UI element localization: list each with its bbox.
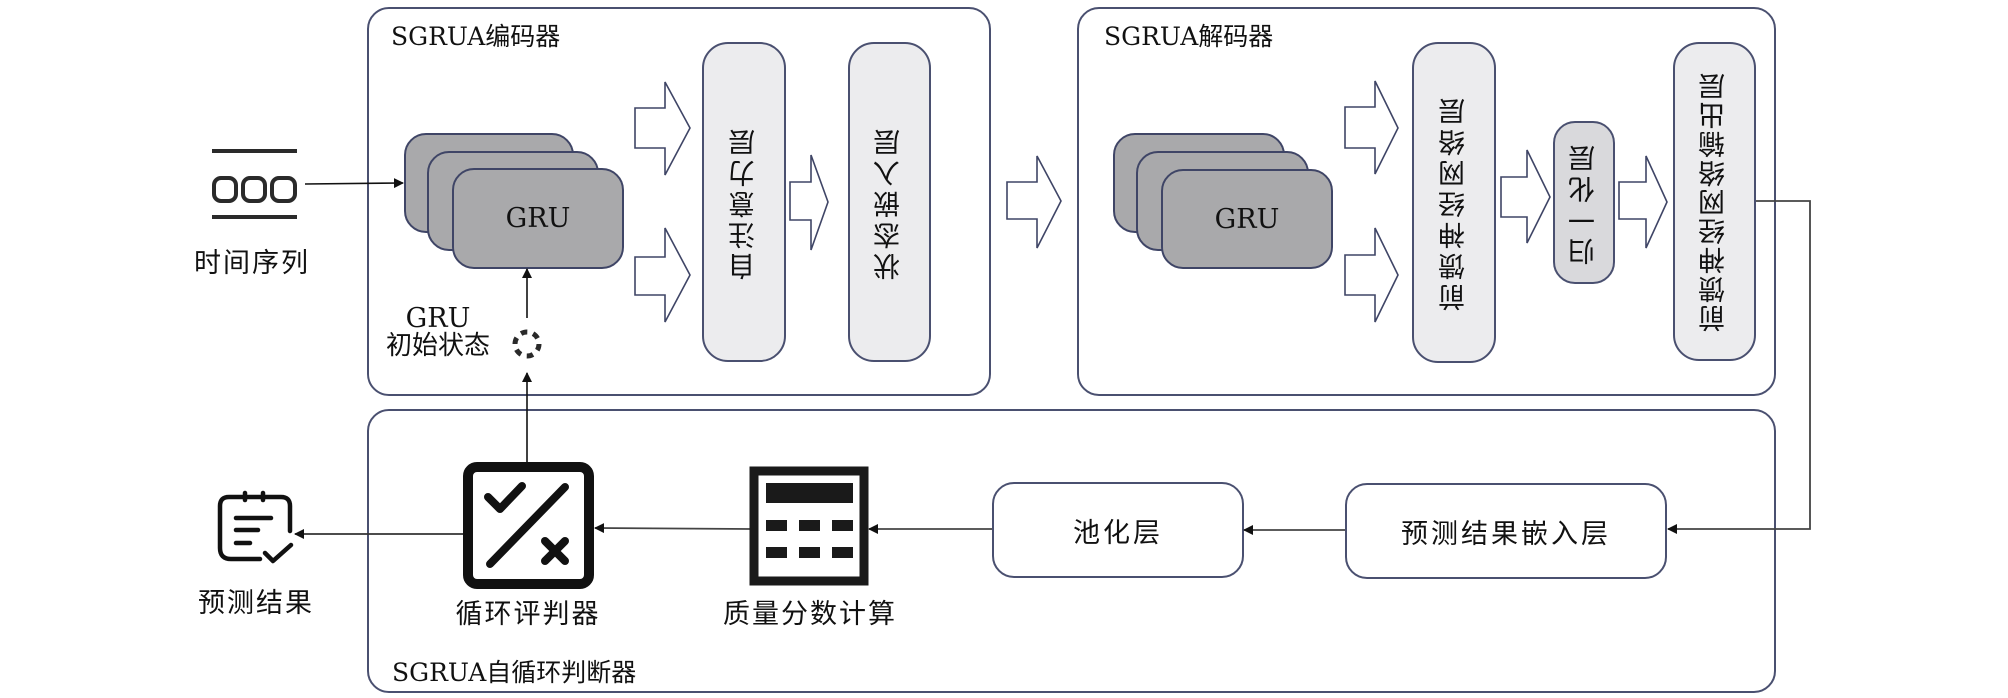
block-arrow-attention-to-state bbox=[789, 154, 829, 251]
pred-embedding-layer-label: 预测结果嵌入层 bbox=[1401, 518, 1611, 550]
block-arrow-gru-to-ffn-upper bbox=[1344, 80, 1399, 175]
attention-layer: 自注意力层 bbox=[702, 42, 786, 362]
ffn-layer: 前馈神经网络层 bbox=[1412, 42, 1496, 363]
norm-layer: 归一化层 bbox=[1553, 121, 1615, 284]
input-arrow bbox=[304, 178, 404, 189]
time-series-icon bbox=[212, 149, 297, 219]
ffn-output-layer: 前馈神经网络输出层 bbox=[1673, 42, 1756, 361]
gru-init-label-line2: 初始状态 bbox=[385, 331, 490, 362]
block-arrow-ffn-to-norm bbox=[1500, 149, 1551, 244]
cyclic-evaluator-label: 循环评判器 bbox=[455, 599, 601, 630]
score-to-evaluator-arrow bbox=[594, 523, 751, 534]
pred-embedding-layer: 预测结果嵌入层 bbox=[1345, 483, 1667, 579]
initial-state-icon bbox=[512, 329, 542, 359]
cyclic-evaluator-icon bbox=[463, 462, 594, 589]
prediction-result-label: 预测结果 bbox=[198, 588, 314, 619]
quality-score-label: 质量分数计算 bbox=[723, 599, 897, 630]
encoder-group bbox=[367, 7, 991, 396]
decoder-gru-label: GRU bbox=[1214, 203, 1280, 235]
encoder-gru-label: GRU bbox=[505, 203, 571, 234]
block-arrow-gru-to-attention-upper bbox=[634, 81, 691, 176]
gru-init-label-line1: GRU bbox=[405, 303, 471, 334]
encoder-title: SGRUA编码器 bbox=[391, 22, 561, 51]
judge-title: SGRUA自循环判断器 bbox=[392, 658, 637, 687]
block-arrow-gru-to-ffn-lower bbox=[1344, 227, 1399, 323]
calculator-icon bbox=[749, 466, 869, 586]
state-embedding-layer: 状态嵌入层 bbox=[848, 42, 931, 362]
block-arrow-norm-to-output bbox=[1618, 155, 1668, 249]
judge-group bbox=[367, 409, 1776, 693]
decoder-title: SGRUA解码器 bbox=[1104, 22, 1274, 51]
pooling-layer-label: 池化层 bbox=[1073, 517, 1163, 549]
encoder-gru-card-front: GRU bbox=[452, 168, 624, 269]
block-arrow-gru-to-attention-lower bbox=[634, 227, 691, 323]
block-arrow-encoder-to-decoder bbox=[1006, 155, 1062, 249]
feedback-connector bbox=[1667, 200, 1811, 534]
decoder-gru-card-front: GRU bbox=[1161, 169, 1333, 269]
prediction-result-icon bbox=[217, 490, 294, 564]
gru-init-label: GRU 初始状态 bbox=[378, 303, 498, 362]
time-series-label: 时间序列 bbox=[194, 248, 310, 279]
